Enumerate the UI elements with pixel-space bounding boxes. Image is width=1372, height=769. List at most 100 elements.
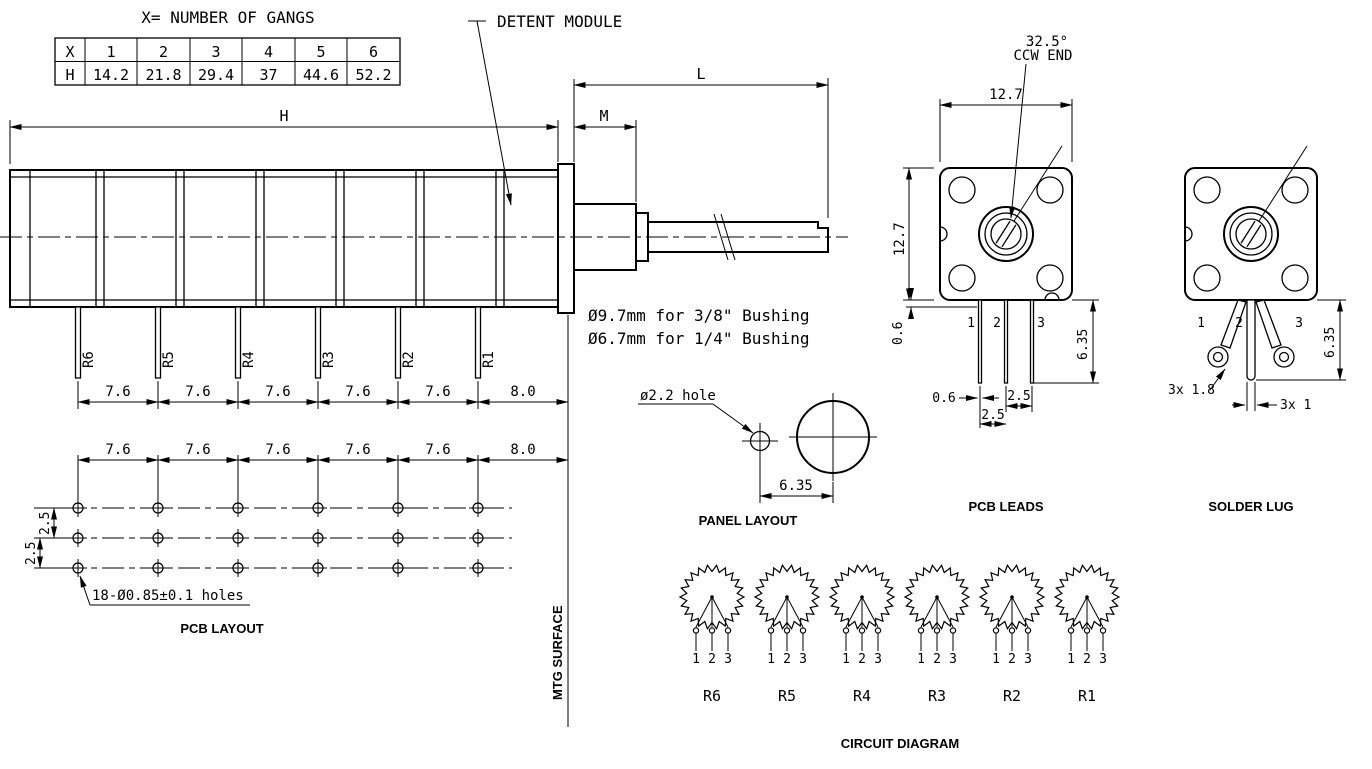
solder-lug — [1220, 299, 1247, 349]
resistor-label: R5 — [778, 687, 796, 705]
table-cell: 1 — [106, 43, 115, 61]
resistor-label: R5 — [161, 351, 177, 368]
pin-number-label: 3 — [949, 652, 957, 667]
dim-h-label: H — [279, 107, 288, 125]
detent-module-callout: DETENT MODULE — [497, 12, 622, 31]
pcb-layout-label: PCB LAYOUT — [180, 621, 263, 636]
dim-lead-pitch-label: 2.5 — [1007, 389, 1030, 404]
bushing-note-2: Ø6.7mm for 1/4" Bushing — [588, 329, 810, 348]
solder-lug — [1246, 299, 1256, 381]
gang-body — [9, 169, 559, 308]
pin-number-label: 1 — [842, 652, 850, 667]
resistor-label: R2 — [401, 351, 417, 368]
pin-number-label: 2 — [993, 316, 1001, 331]
side-view: R6 R5 R4 R3 R2 R1 DETENT MODULE — [0, 12, 848, 379]
angle-ref-label: CCW END — [1013, 48, 1072, 64]
table-cell: 44.6 — [303, 66, 339, 84]
gang-table: X= NUMBER OF GANGS X 1 2 3 4 5 6 H 14.2 … — [54, 8, 401, 86]
resistor-label: R4 — [853, 687, 871, 705]
potentiometer-symbol — [903, 564, 971, 651]
table-cell: 52.2 — [355, 66, 391, 84]
pcb-leads-label: PCB LEADS — [968, 499, 1043, 514]
table-cell: 21.8 — [145, 66, 181, 84]
pin-number-label: 3 — [1024, 652, 1032, 667]
pin — [474, 306, 482, 379]
dim-lug-thickness-label: 3x 1 — [1280, 398, 1311, 413]
panel-layout-label: PANEL LAYOUT — [699, 513, 798, 528]
pin-number-label: 1 — [917, 652, 925, 667]
dim-square-label: 12.7 — [892, 222, 908, 256]
resistor-label: R4 — [241, 351, 257, 368]
pin — [154, 306, 162, 379]
pin-number-label: 2 — [858, 652, 866, 667]
pin — [394, 306, 402, 379]
resistor-label: R3 — [928, 687, 946, 705]
shaft-front — [978, 206, 1034, 262]
pin-number-label: 2 — [933, 652, 941, 667]
dim-row-pitch-label: 2.5 — [38, 512, 53, 535]
pin-number-label: 1 — [1197, 316, 1205, 331]
pcb-leads-view: 32.5° CCW END 12.7 12.7 1 2 3 0.6 6.35 — [891, 34, 1099, 514]
pin-number-label: 3 — [1099, 652, 1107, 667]
bushing-note-1: Ø9.7mm for 3/8" Bushing — [588, 306, 810, 325]
table-cell: 3 — [211, 43, 220, 61]
lead — [1029, 299, 1035, 384]
table-cell: 14.2 — [93, 66, 129, 84]
potentiometer-symbol — [978, 564, 1046, 651]
pin-number-label: 3 — [1037, 316, 1045, 331]
resistor-label: R6 — [703, 687, 721, 705]
potentiometer-symbol — [828, 564, 896, 651]
mounting-plate — [557, 163, 575, 314]
resistor-label: R6 — [81, 351, 97, 368]
lead — [977, 299, 983, 384]
dim-lug-width-label: 3x 1.8 — [1168, 383, 1215, 398]
gang-table-title: X= NUMBER OF GANGS — [141, 8, 314, 27]
lead — [1003, 299, 1009, 384]
dim-pitch-label: 7.6 — [105, 442, 130, 458]
potentiometer-symbol — [678, 564, 746, 651]
pin-number-label: 2 — [708, 652, 716, 667]
pin-number-label: 3 — [799, 652, 807, 667]
circuit-diagram: 1 2 3 1 2 3 1 2 3 1 2 3 1 2 3 1 2 3 R6 R… — [678, 564, 1121, 751]
dim-end-pitch-label: 8.0 — [510, 384, 535, 400]
table-cell: 4 — [264, 43, 273, 61]
pin-number-label: 1 — [767, 652, 775, 667]
pin-number-label: 1 — [992, 652, 1000, 667]
shaft — [647, 221, 829, 253]
pin-number-label: 2 — [1235, 316, 1243, 331]
pin-number-label: 3 — [874, 652, 882, 667]
dim-end-pitch-label: 8.0 — [510, 442, 535, 458]
table-cell: 5 — [316, 43, 325, 61]
pot-body-front — [939, 167, 1073, 301]
dim-lead-width-label: 0.6 — [891, 322, 906, 345]
dim-pitch-label: 7.6 — [345, 384, 370, 400]
pcb-holes-callout: 18-Ø0.85±0.1 holes — [92, 588, 244, 604]
panel-layout: Ø9.7mm for 3/8" Bushing Ø6.7mm for 1/4" … — [588, 306, 877, 528]
dim-angle-label: 32.5° — [1026, 34, 1068, 50]
solder-lug-label: SOLDER LUG — [1208, 499, 1293, 514]
dim-pitch-label: 7.6 — [265, 384, 290, 400]
dim-m-label: M — [599, 107, 608, 125]
solder-lug-view: 1 2 3 3x 1.8 3x 1 6.35 SOLDER LUG — [1168, 145, 1346, 514]
table-cell: 6 — [369, 43, 378, 61]
pcb-holes — [69, 499, 487, 577]
pin-number-label: 3 — [1295, 316, 1303, 331]
pin — [314, 306, 322, 379]
dim-hole-distance-label: 6.35 — [779, 478, 813, 494]
resistor-label: R1 — [481, 351, 497, 368]
dim-lead-length-label: 6.35 — [1076, 329, 1091, 360]
pin-number-label: 2 — [1008, 652, 1016, 667]
pot-body-front — [1184, 167, 1318, 301]
table-cell: 2 — [159, 43, 168, 61]
resistor-label: R1 — [1078, 687, 1096, 705]
dim-lug-length-label: 6.35 — [1323, 327, 1338, 358]
dim-row-pitch-label: 2.5 — [24, 542, 39, 565]
pin — [74, 306, 82, 379]
dim-pitch-label: 7.6 — [425, 384, 450, 400]
table-cell: H — [65, 66, 74, 84]
potentiometer-symbol — [1053, 564, 1121, 651]
side-view-dimensions: H M L 7.6 7.6 7.6 7.6 7.6 8.0 MTG SURFAC… — [9, 65, 829, 727]
mtg-surface-label: MTG SURFACE — [550, 605, 565, 700]
